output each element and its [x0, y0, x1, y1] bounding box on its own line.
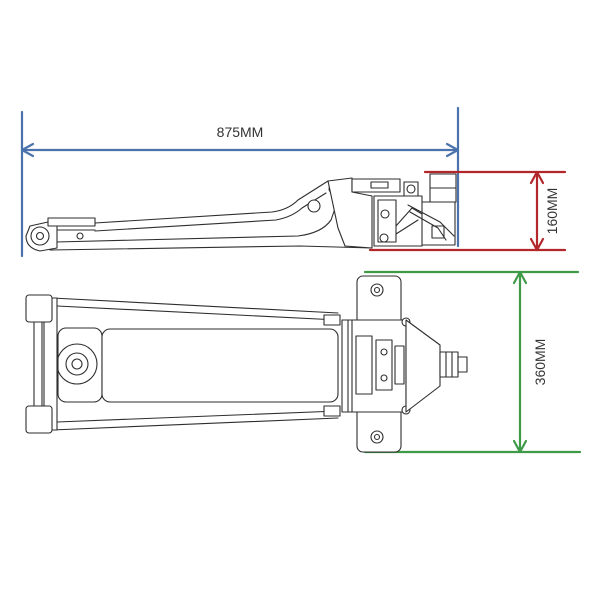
- front-roller: [30, 226, 50, 246]
- jack-side-view: [25, 173, 457, 252]
- pump-pivot-pin: [380, 209, 390, 219]
- lift-arm-pivot-pin: [307, 199, 321, 213]
- lift-arm-body: [101, 328, 339, 403]
- width-label: 360MM: [532, 339, 548, 386]
- release-valve-slot: [370, 181, 389, 189]
- crossbar-bolt-bottom: [370, 430, 384, 444]
- lift-arm-top-edge: [94, 180, 329, 224]
- width-dimension: 360MM: [363, 270, 582, 454]
- pump-link-plate: [394, 345, 405, 385]
- release-valve-housing: [351, 178, 401, 193]
- crossbar-bolt-top: [370, 283, 384, 297]
- saddle-housing: [57, 327, 103, 403]
- length-arrowhead-left: [20, 142, 35, 158]
- pump-body: [373, 195, 423, 247]
- saddle-ring: [65, 352, 89, 376]
- arm-connector-top: [323, 314, 341, 326]
- linkage-block: [403, 181, 419, 197]
- pump-pin-upper: [380, 348, 388, 356]
- pump-cylinder: [377, 199, 397, 243]
- jack-top-view: [25, 275, 468, 453]
- saddle-center: [71, 358, 83, 370]
- crossbar-bolt-bottom-center: [373, 433, 381, 441]
- arm-connector-bottom: [323, 405, 341, 417]
- length-dimension: 875MM: [20, 106, 460, 258]
- saddle-outer: [56, 343, 98, 385]
- pump-piston-block: [375, 339, 393, 391]
- height-arrowhead-bottom: [529, 237, 545, 252]
- front-wheel-top: [25, 294, 53, 323]
- height-label: 160MM: [544, 188, 560, 235]
- width-arrowhead-top: [512, 270, 528, 285]
- lift-arm-lower-edge: [94, 192, 327, 232]
- frame-top-rail-outer: [51, 297, 339, 314]
- crossbar-bolt-top-center: [373, 286, 381, 294]
- frame-top-rail-inner: [56, 305, 339, 321]
- linkage-pin: [406, 184, 416, 194]
- width-arrowhead-bottom: [512, 439, 528, 454]
- length-arrowhead-right: [445, 142, 460, 158]
- handle-yoke: [421, 201, 456, 246]
- front-axle: [33, 321, 43, 407]
- handle-socket-tip: [457, 356, 468, 373]
- handle-yoke-lever: [407, 204, 455, 241]
- pump-pin-lower: [380, 374, 388, 382]
- height-arrowhead-top: [529, 170, 545, 185]
- pump-base-pin: [379, 233, 389, 243]
- pump-cylinder-top: [355, 335, 373, 395]
- arm-link-pin: [76, 232, 84, 240]
- frame-bottom-rail-inner: [56, 410, 339, 423]
- handle-socket-taper: [405, 319, 441, 413]
- frame-bottom-edge: [49, 245, 373, 251]
- height-dimension: 160MM: [368, 170, 567, 252]
- front-wheel-bottom: [25, 405, 53, 434]
- pump-linkage: [395, 207, 423, 235]
- frame-lower-rail: [55, 199, 339, 243]
- frame-bottom-rail-outer: [51, 417, 339, 431]
- length-label: 875MM: [217, 124, 264, 140]
- handle-yoke-block: [431, 225, 445, 239]
- handle-socket-nipple: [439, 351, 459, 378]
- saddle-pad: [47, 217, 96, 227]
- front-roller-axle: [35, 231, 45, 241]
